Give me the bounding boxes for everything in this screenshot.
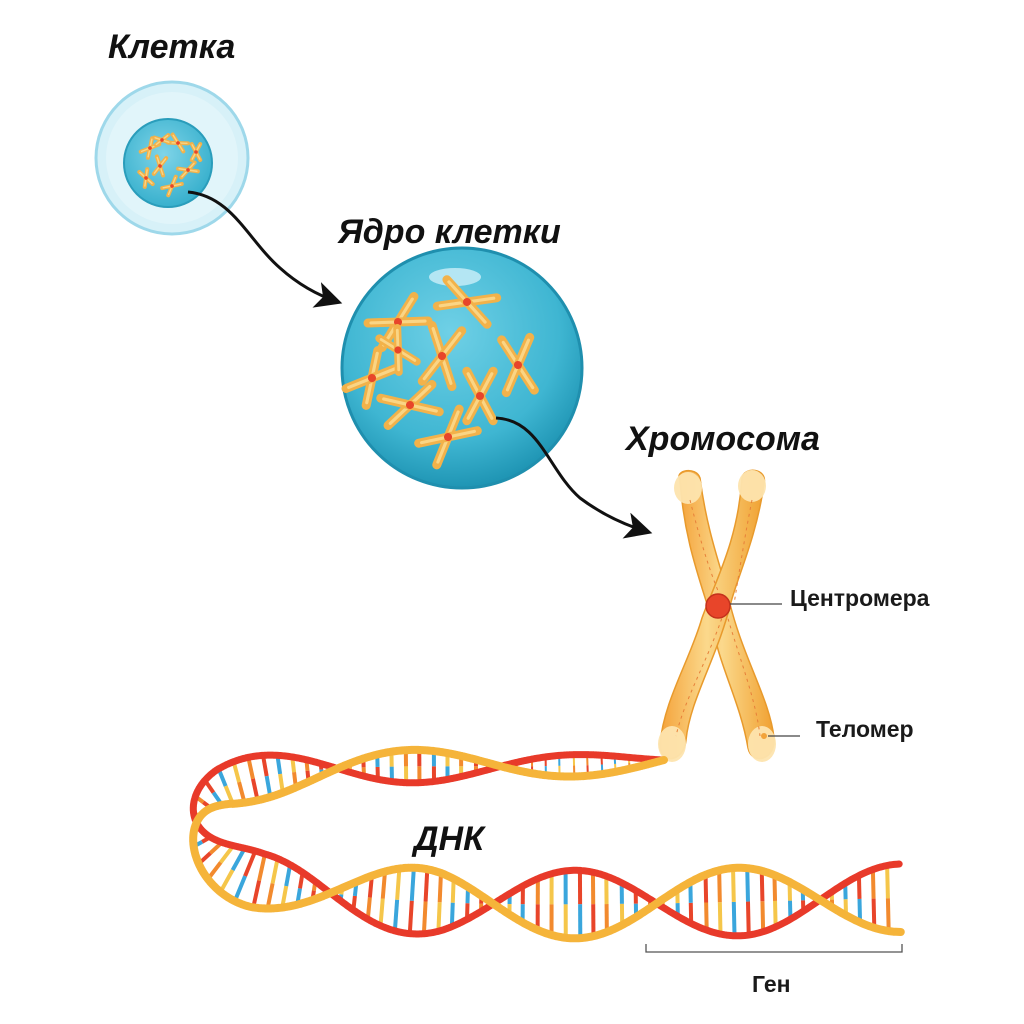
dna-title: ДНК <box>411 820 486 858</box>
mini-chromosome <box>176 160 200 180</box>
mini-chromosome <box>152 133 172 147</box>
chromosome-illustration <box>658 469 776 762</box>
dna-base <box>731 867 736 902</box>
dna-base <box>703 874 709 903</box>
mini-chromosome <box>417 321 467 391</box>
dna-base <box>745 901 751 936</box>
mini-chromosome <box>375 324 421 376</box>
dna-base <box>423 869 430 902</box>
mini-chromosome <box>341 346 403 410</box>
centromere-label: Центромера <box>790 585 930 611</box>
dna-base <box>717 902 723 935</box>
mini-chromosome <box>137 167 155 189</box>
dna-base <box>759 870 765 902</box>
dna-helix <box>189 745 905 943</box>
arrow-cell-to-nucleus <box>187 190 343 308</box>
dna-base <box>265 883 275 909</box>
dna-base <box>885 898 891 932</box>
telomere-label: Теломер <box>816 716 914 742</box>
dna-base <box>243 850 258 877</box>
dna-base <box>773 900 778 927</box>
mini-chromosome <box>376 380 444 430</box>
dna-base <box>449 902 455 927</box>
dna-strand-yellow <box>189 745 905 943</box>
mini-chromosome <box>160 174 184 198</box>
dna-base <box>704 902 709 931</box>
dna-base <box>407 900 414 934</box>
nucleus-chromosomes <box>341 275 539 470</box>
dna-base <box>232 875 247 902</box>
chromosome-title: Хромосома <box>624 420 820 458</box>
mini-chromosome <box>497 332 539 398</box>
dna-base <box>218 869 235 893</box>
mini-chromosome <box>462 366 498 426</box>
dna-base <box>871 898 877 928</box>
arrow-nucleus-to-chromosome <box>495 416 653 539</box>
dna-base <box>421 901 428 934</box>
dna-base <box>870 869 876 899</box>
dna-base <box>717 870 722 903</box>
dna-strand-red <box>189 751 903 940</box>
dna-base <box>409 867 416 901</box>
cell-title: Клетка <box>108 28 235 66</box>
mini-chromosome <box>151 154 169 178</box>
dna-base <box>257 853 267 882</box>
dna-base <box>378 898 385 926</box>
centromere-marker <box>705 593 731 619</box>
gene-bracket <box>645 944 903 953</box>
mini-chromosome <box>414 404 482 470</box>
dna-base <box>270 858 280 884</box>
cell-chromosomes <box>137 132 203 198</box>
dna-base <box>436 902 442 932</box>
dna-base <box>745 868 750 902</box>
mini-chromosome <box>432 275 502 329</box>
dna-base <box>760 901 766 932</box>
dna-base <box>885 865 890 899</box>
dna-base <box>731 901 737 936</box>
dna-base <box>437 872 443 903</box>
dna-base <box>395 868 402 900</box>
dna-base <box>246 756 255 780</box>
mini-chromosome <box>189 142 203 162</box>
dna-base <box>380 871 387 899</box>
dna-base <box>392 899 400 931</box>
gene-label: Ген <box>752 971 791 997</box>
nucleus-title: Ядро клетки <box>337 213 561 251</box>
cell-illustration <box>94 80 250 236</box>
dna-base <box>251 880 262 908</box>
dna-base <box>230 847 247 872</box>
